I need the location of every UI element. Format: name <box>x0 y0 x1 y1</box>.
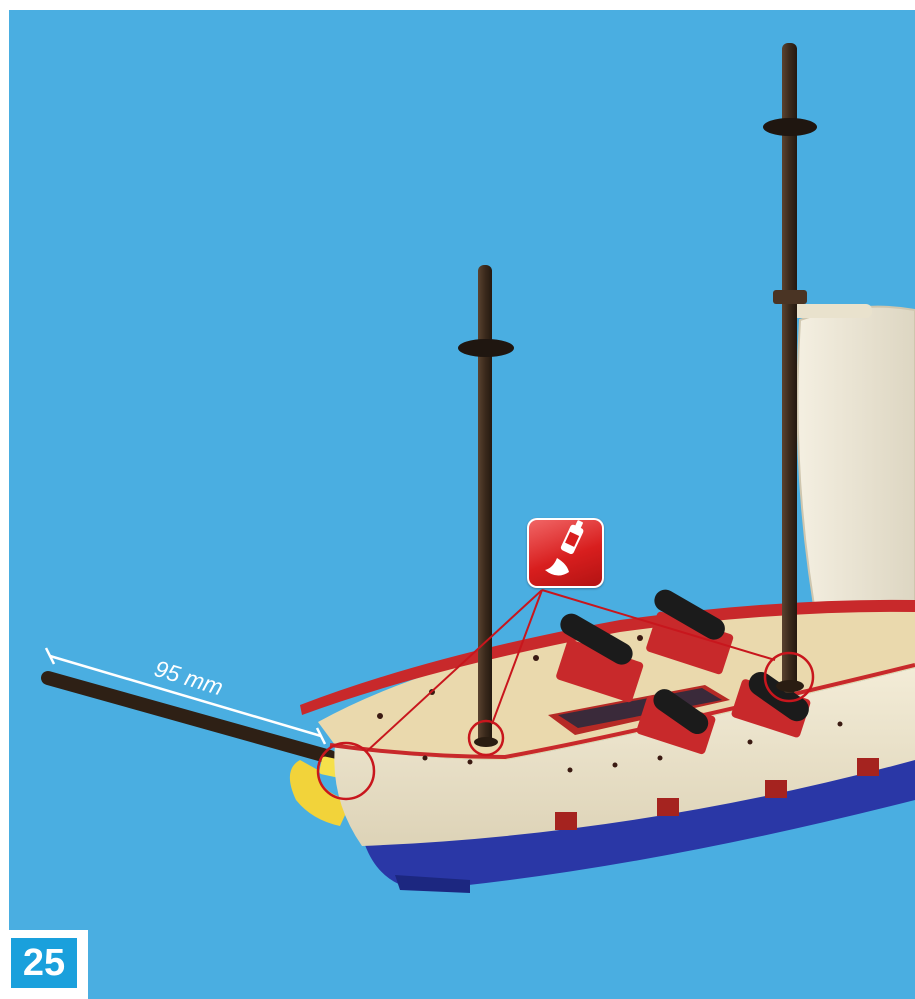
illustration-panel: 95 mm <box>9 10 915 999</box>
yard <box>792 304 872 318</box>
main-top <box>763 118 817 136</box>
glue-bottle-icon-glyph <box>527 518 604 588</box>
step-number-box: 25 <box>0 930 88 999</box>
glue-bottle-icon <box>527 518 604 588</box>
main-mast <box>782 43 797 693</box>
step-number: 25 <box>11 938 77 988</box>
ship-illustration <box>9 10 915 999</box>
sail <box>798 307 915 640</box>
fore-mast <box>478 265 492 745</box>
fore-top <box>458 339 514 357</box>
